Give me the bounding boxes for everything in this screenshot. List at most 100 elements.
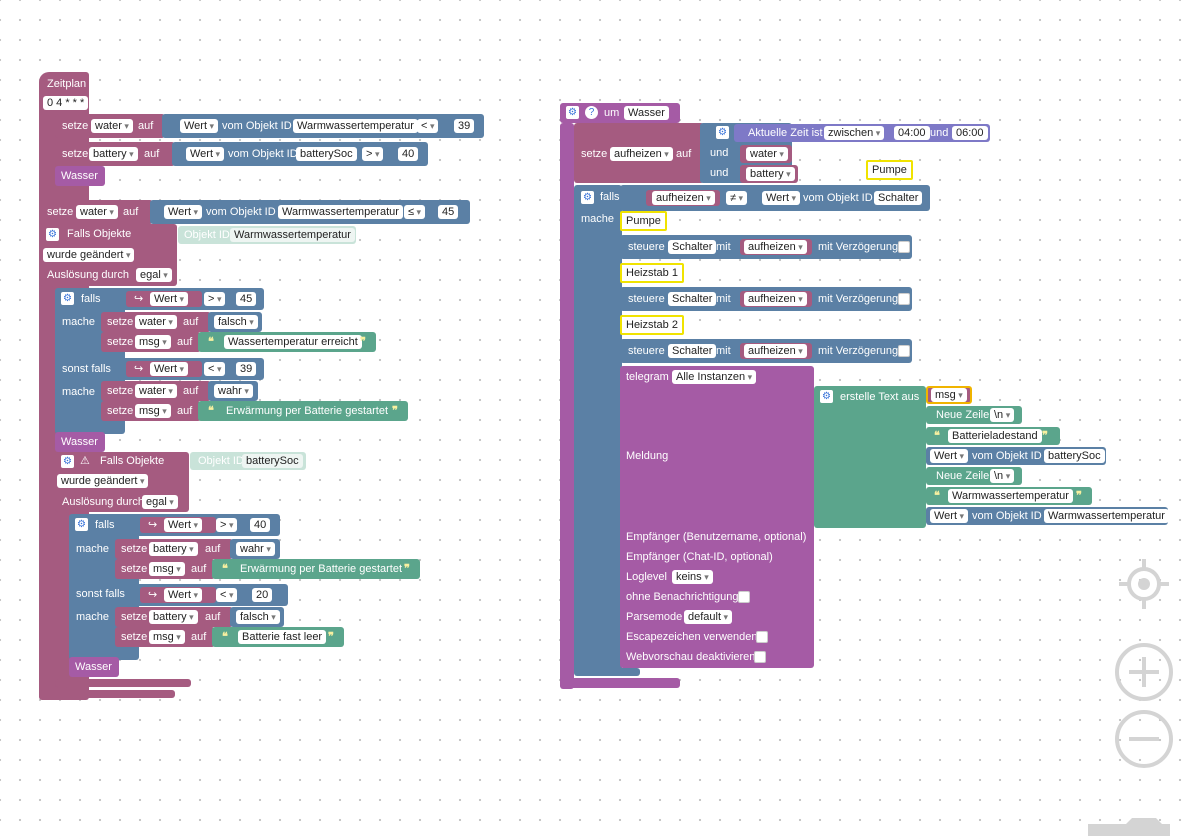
bool-block[interactable]: falsch <box>230 607 284 627</box>
set-aufheizen-block[interactable]: setze aufheizen auf <box>574 123 704 183</box>
set-msg-block[interactable]: setze msg auf <box>115 627 215 647</box>
bool-dropdown[interactable]: falsch <box>214 315 258 329</box>
text-field[interactable]: Batterieladestand <box>948 429 1042 443</box>
number-field[interactable]: 40 <box>398 147 419 161</box>
set-msg-block[interactable]: setze msg auf <box>101 332 201 352</box>
var-water-dropdown[interactable]: water <box>135 384 177 398</box>
number-field[interactable]: 45 <box>438 205 459 219</box>
time-from-field[interactable]: 04:00 <box>894 126 930 140</box>
var-aufheizen-getter[interactable]: aufheizen <box>646 190 720 206</box>
var-water-dropdown[interactable]: water <box>135 315 177 329</box>
object-id-field[interactable]: batterySoc <box>1044 449 1105 463</box>
gear-icon[interactable]: ⚙ <box>61 455 74 468</box>
var-water-dropdown[interactable]: water <box>76 205 118 219</box>
text-block[interactable]: ❝ Warmwassertemperatur ❞ <box>926 487 1092 505</box>
text-block[interactable]: ❝ Batterie fast leer ❞ <box>212 627 344 647</box>
compare-block[interactable]: Wert vom Objekt ID Warmwassertemperatur … <box>162 114 484 138</box>
newline-block[interactable]: Neue Zeile \n <box>926 467 1022 485</box>
set-water-block[interactable]: setze water auf <box>101 312 211 332</box>
wert-dropdown[interactable]: Wert <box>762 191 801 205</box>
var-aufheizen-getter[interactable]: aufheizen <box>740 239 812 255</box>
var-aufheizen-dropdown[interactable]: aufheizen <box>744 240 807 254</box>
gear-icon[interactable]: ⚙ <box>716 126 729 139</box>
var-aufheizen-dropdown[interactable]: aufheizen <box>744 292 807 306</box>
var-aufheizen-getter[interactable]: aufheizen <box>740 343 812 359</box>
delay-checkbox[interactable] <box>898 241 910 253</box>
var-battery-getter[interactable]: battery <box>740 165 798 183</box>
bool-block[interactable]: wahr <box>230 539 280 559</box>
operator-dropdown[interactable]: > <box>204 292 226 306</box>
set-water-block[interactable]: setze water auf <box>39 200 153 224</box>
object-id-field[interactable]: Warmwassertemperatur <box>230 228 355 242</box>
change-type-dropdown[interactable]: wurde geändert <box>43 248 135 262</box>
var-aufheizen-getter[interactable]: aufheizen <box>740 291 812 307</box>
object-id-field[interactable]: batterySoc <box>296 147 357 161</box>
on-change-block[interactable]: ⚙ ⚠ Falls Objekte wurde geändert Auslösu… <box>55 452 189 512</box>
object-id-field[interactable]: Schalter <box>668 344 717 358</box>
compare-block[interactable]: ↪ Wert > 40 <box>132 514 280 536</box>
var-msg-dropdown[interactable]: msg <box>135 404 171 418</box>
compare-block[interactable]: Wert vom Objekt ID batterySoc > 40 <box>172 142 428 166</box>
gear-icon[interactable]: ⚙ <box>61 292 74 305</box>
var-battery-dropdown[interactable]: battery <box>149 542 198 556</box>
delay-checkbox[interactable] <box>898 293 910 305</box>
trigger-dropdown[interactable]: egal <box>142 495 178 509</box>
function-def-block[interactable]: ⚙ ? um Wasser <box>560 103 680 123</box>
number-field[interactable]: 20 <box>252 588 273 602</box>
var-aufheizen-dropdown[interactable]: aufheizen <box>652 191 715 205</box>
var-battery-dropdown[interactable]: battery <box>149 610 198 624</box>
text-block[interactable]: ❝ Batterieladestand ❞ <box>926 427 1060 445</box>
trigger-dropdown[interactable]: egal <box>136 268 172 282</box>
bool-dropdown[interactable]: wahr <box>236 542 275 556</box>
call-wasser-block[interactable]: Wasser <box>55 432 105 452</box>
control-block[interactable]: steuere Schalter mit aufheizen mit Verzö… <box>620 235 912 259</box>
number-field[interactable]: 39 <box>236 362 257 376</box>
gear-icon[interactable]: ⚙ <box>46 228 59 241</box>
operator-dropdown[interactable]: < <box>204 362 226 376</box>
newline-dropdown[interactable]: \n <box>990 408 1015 422</box>
zoom-in-icon[interactable] <box>1115 643 1173 701</box>
var-water-dropdown[interactable]: water <box>746 147 788 161</box>
time-to-field[interactable]: 06:00 <box>952 126 988 140</box>
gear-icon[interactable]: ⚙ <box>75 518 88 531</box>
set-battery-block[interactable]: setze battery auf <box>115 607 233 627</box>
operator-dropdown[interactable]: > <box>216 518 238 532</box>
call-wasser-block[interactable]: Wasser <box>55 166 105 186</box>
call-wasser-block[interactable]: Wasser <box>69 657 119 677</box>
number-field[interactable]: 39 <box>454 119 475 133</box>
object-id-field[interactable]: Schalter <box>668 292 717 306</box>
var-msg-getter[interactable]: msg <box>926 386 972 404</box>
compare-block[interactable]: ↪ Wert > 45 <box>118 288 264 310</box>
text-field[interactable]: Warmwassertemperatur <box>948 489 1073 503</box>
value-of-object-block[interactable]: Wert vom Objekt ID batterySoc <box>926 447 1106 465</box>
object-id-ghost[interactable]: Objekt ID batterySoc <box>190 452 306 470</box>
escape-checkbox[interactable] <box>756 631 768 643</box>
gear-icon[interactable]: ⚙ <box>581 191 594 204</box>
operator-dropdown[interactable]: ≤ <box>404 205 426 219</box>
var-water-dropdown[interactable]: water <box>91 119 133 133</box>
silent-checkbox[interactable] <box>738 591 750 603</box>
compare-block[interactable]: ↪ Wert < 39 <box>118 358 264 380</box>
set-water-block[interactable]: setze water auf <box>101 381 211 401</box>
var-aufheizen-dropdown[interactable]: aufheizen <box>744 344 807 358</box>
comment-heizstab-2[interactable]: Heizstab 2 <box>620 315 684 335</box>
text-label[interactable]: Erwärmung per Batterie gestartet <box>226 405 389 417</box>
text-block[interactable]: ❝ Wassertemperatur erreicht ❞ <box>198 332 376 352</box>
control-block[interactable]: steuere Schalter mit aufheizen mit Verzö… <box>620 339 912 363</box>
set-battery-block[interactable]: setze battery auf <box>115 539 233 559</box>
target-icon[interactable] <box>1115 555 1173 613</box>
var-msg-dropdown[interactable]: msg <box>931 388 967 402</box>
telegram-block[interactable]: telegram Alle Instanzen Meldung Empfänge… <box>620 366 814 668</box>
wert-dropdown[interactable]: Wert <box>150 292 189 306</box>
set-msg-block[interactable]: setze msg auf <box>101 401 201 421</box>
compare-block[interactable]: aufheizen ≠ Wert vom Objekt ID Schalter <box>620 185 930 211</box>
object-id-field[interactable]: Warmwassertemperatur <box>1044 509 1169 523</box>
wert-dropdown[interactable]: Wert <box>164 205 203 219</box>
set-battery-block[interactable]: setze battery auf <box>55 142 175 166</box>
zoom-out-icon[interactable] <box>1115 710 1173 768</box>
bool-dropdown[interactable]: wahr <box>214 384 253 398</box>
delay-checkbox[interactable] <box>898 345 910 357</box>
wert-dropdown[interactable]: Wert <box>180 119 219 133</box>
text-block[interactable]: ❝ Erwärmung per Batterie gestartet ❞ <box>198 401 408 421</box>
time-compare-block[interactable]: Aktuelle Zeit ist zwischen 04:00 und 06:… <box>734 124 990 142</box>
